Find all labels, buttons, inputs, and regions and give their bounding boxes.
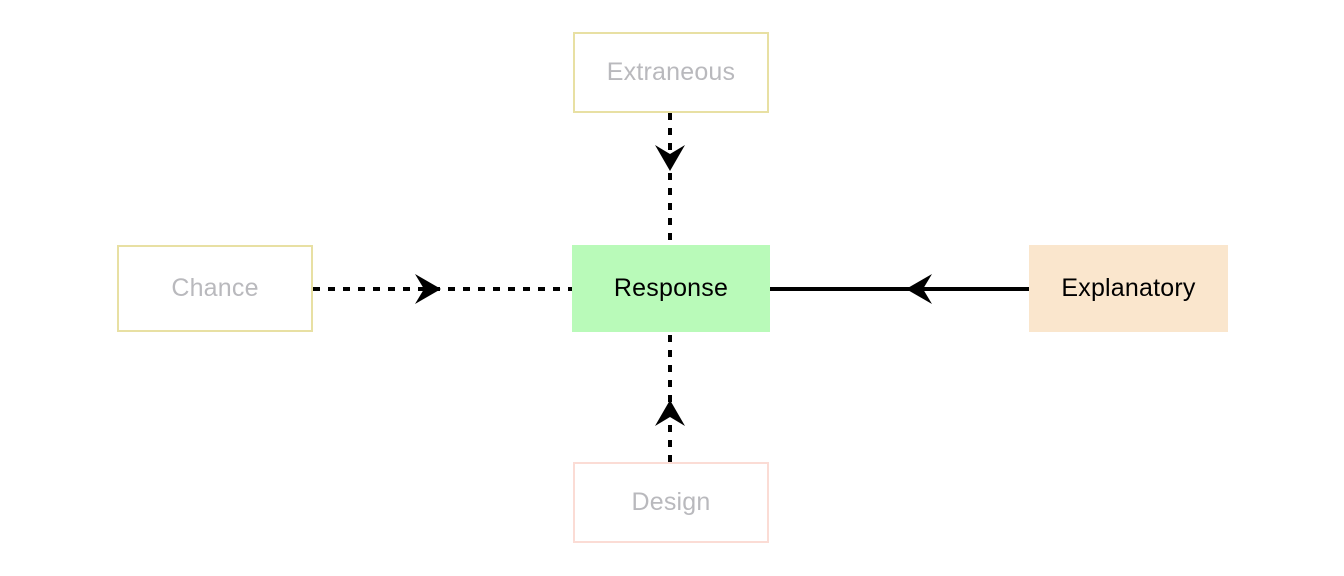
edge-design-to-response [655, 332, 685, 462]
node-chance[interactable]: Chance [117, 245, 313, 332]
arrowhead-icon [906, 274, 932, 304]
edge-extraneous-to-response [655, 113, 685, 245]
node-label: Response [613, 274, 729, 302]
node-label: Chance [171, 274, 259, 302]
arrowhead-icon [655, 145, 685, 171]
node-label: Design [631, 488, 711, 516]
node-explanatory[interactable]: Explanatory [1029, 245, 1228, 332]
edge-explanatory-to-response [770, 274, 1029, 304]
node-extraneous[interactable]: Extraneous [573, 32, 769, 113]
edge-chance-to-response [313, 274, 572, 304]
node-label: Explanatory [1061, 274, 1196, 302]
node-label: Extraneous [606, 58, 736, 86]
arrowhead-icon [655, 400, 685, 426]
arrowhead-icon [415, 274, 441, 304]
node-design[interactable]: Design [573, 462, 769, 543]
node-response[interactable]: Response [572, 245, 770, 332]
